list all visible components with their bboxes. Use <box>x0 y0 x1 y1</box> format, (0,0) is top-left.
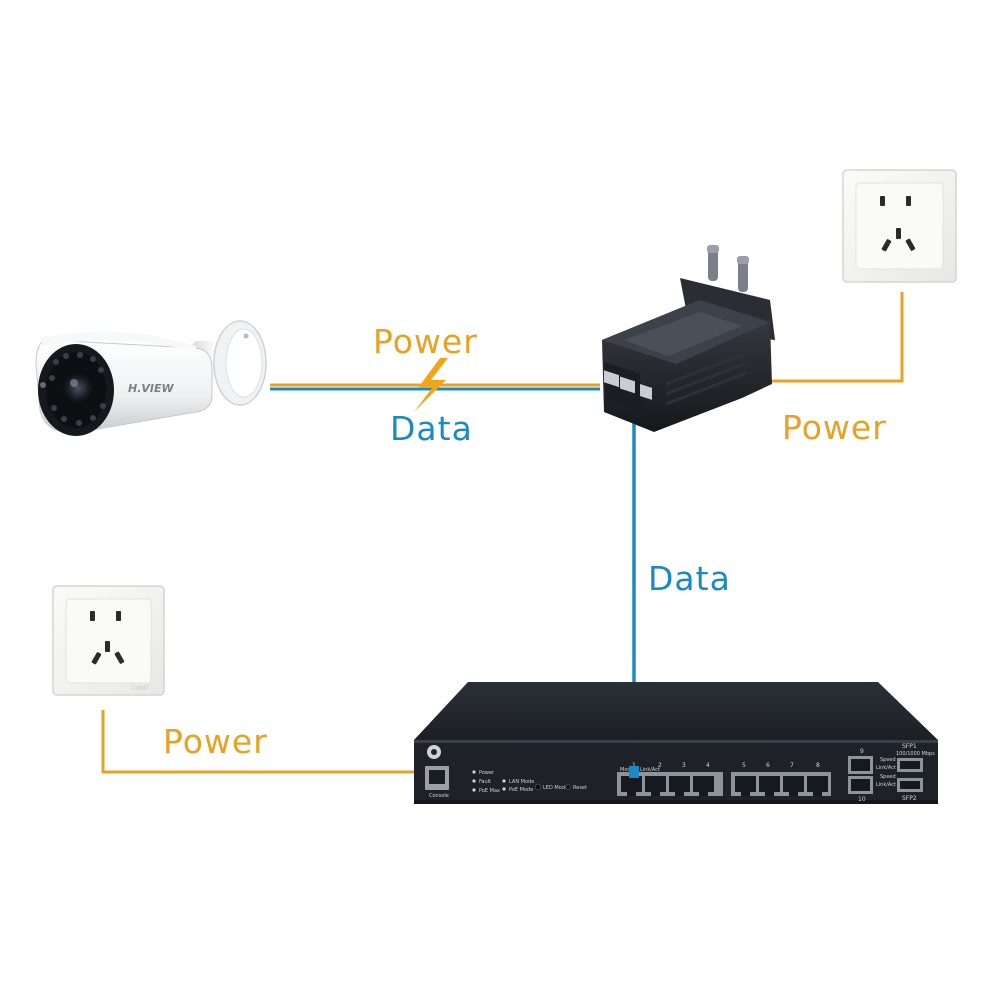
port-number-4: 4 <box>706 762 710 769</box>
mode-label-poe: PoE Mode <box>509 787 533 793</box>
sfp1-label: SFP1 <box>902 743 917 750</box>
port-number-6: 6 <box>766 762 770 769</box>
reset-button <box>565 784 571 790</box>
mode-label-reset: Reset <box>573 785 587 791</box>
port-number-7: 7 <box>790 762 794 769</box>
led-mode-button <box>534 783 542 791</box>
port-number-3: 3 <box>682 762 686 769</box>
poe-switch-icon: Console Power Fault PoE Max LAN Mode PoE… <box>414 682 938 804</box>
mode-label-lan: LAN Mode <box>509 779 534 785</box>
camera-power-label: Power <box>373 322 478 361</box>
camera-data-label: Data <box>390 409 473 448</box>
port-bank-5-8 <box>731 772 831 796</box>
led-label-fault: Fault <box>479 779 491 785</box>
uplink-plug <box>629 766 639 778</box>
uplink-led-speed-1: Speed <box>880 757 896 763</box>
port-number-5: 5 <box>742 762 746 769</box>
switch-power-label: Power <box>163 722 268 761</box>
lightning-bolt-icon <box>414 358 448 412</box>
poe-injector-icon <box>602 245 775 432</box>
sfp2-label: SFP2 <box>902 795 917 802</box>
port-header-link: Link/Act <box>640 767 660 773</box>
injector-power-label: Power <box>782 408 887 447</box>
uplink-number-9: 9 <box>860 748 864 755</box>
port-header-mode: Mode <box>620 767 634 773</box>
port-number-2: 2 <box>658 762 662 769</box>
sfp-speed-label: 100/1000 Mbps <box>896 751 935 757</box>
bullet-camera-icon: H.VIEW <box>35 320 267 436</box>
uplink-led-link-2: Link/Act <box>876 782 896 788</box>
wall-outlet-lower: CHNT <box>52 585 165 696</box>
mode-label-led: LED Mode <box>543 785 568 791</box>
uplink-led-speed-2: Speed <box>880 774 896 780</box>
wall-outlet-icon <box>90 611 125 665</box>
outlet-mark: CHNT <box>132 685 149 692</box>
port-number-8: 8 <box>816 762 820 769</box>
uplink-data-label: Data <box>648 559 731 598</box>
console-label: Console <box>429 793 449 799</box>
camera-brand: H.VIEW <box>128 382 175 395</box>
port-number-1: 1 <box>632 762 636 769</box>
led-label-power: Power <box>479 770 495 776</box>
uplink-number-10: 10 <box>858 796 866 803</box>
led-label-poe-max: PoE Max <box>479 788 500 794</box>
injector-power-cable <box>765 292 904 383</box>
switch-power-cable <box>101 710 432 774</box>
wall-outlet-upper <box>842 169 957 283</box>
uplink-led-link-1: Link/Act <box>876 765 896 771</box>
wall-outlet-icon <box>880 196 916 252</box>
